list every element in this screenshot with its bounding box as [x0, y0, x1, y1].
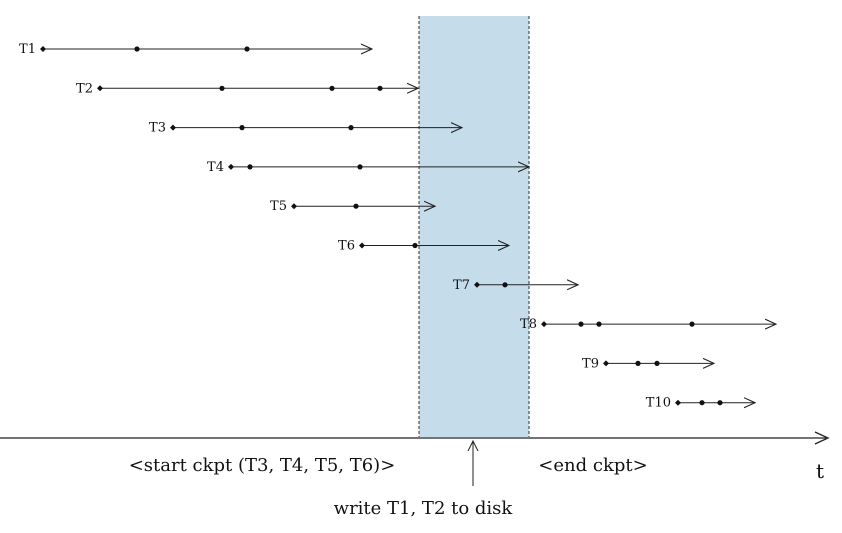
transaction-t1: T1 — [19, 42, 372, 57]
transaction-t8: T8 — [520, 317, 776, 332]
transaction-start-point — [474, 281, 480, 288]
transaction-action-point — [578, 321, 584, 327]
checkpoint-shading — [419, 16, 529, 437]
transaction-action-point — [635, 360, 641, 366]
transaction-action-point — [377, 85, 383, 91]
transaction-action-point — [247, 164, 253, 170]
transaction-action-point — [134, 46, 140, 52]
transaction-action-point — [219, 85, 225, 91]
transaction-start-point — [170, 124, 176, 131]
transaction-t6: T6 — [338, 239, 509, 254]
time-axis-label: t — [816, 459, 824, 483]
transaction-label: T5 — [270, 199, 287, 214]
transaction-t7: T7 — [453, 278, 578, 293]
transaction-label: T9 — [582, 356, 599, 371]
transaction-t5: T5 — [270, 199, 435, 214]
transaction-action-point — [412, 242, 418, 249]
transaction-action-point — [353, 203, 359, 209]
transaction-action-point — [348, 125, 354, 131]
transaction-t2: T2 — [76, 81, 418, 96]
transaction-label: T3 — [149, 121, 166, 136]
time-axis: t — [0, 431, 830, 483]
transaction-action-point — [654, 360, 660, 366]
start-checkpoint-label: <start ckpt (T3, T4, T5, T6)> — [129, 455, 396, 476]
transaction-start-point — [228, 163, 234, 170]
transaction-action-point — [699, 400, 705, 406]
transaction-label: T10 — [646, 396, 671, 411]
checkpoint-region — [418, 16, 530, 437]
write-marker-arrowhead — [467, 439, 479, 452]
transaction-label: T2 — [76, 81, 93, 96]
transaction-start-point — [40, 46, 46, 52]
transaction-action-point — [596, 321, 602, 327]
transaction-start-point — [603, 360, 609, 367]
transaction-action-point — [239, 125, 245, 131]
transaction-start-point — [97, 85, 103, 92]
transaction-label: T7 — [453, 278, 470, 293]
transaction-action-point — [502, 282, 508, 288]
transaction-label: T4 — [207, 160, 224, 175]
transaction-t3: T3 — [149, 121, 462, 136]
transaction-t10: T10 — [646, 396, 755, 411]
transaction-label: T1 — [19, 42, 36, 57]
transaction-action-point — [717, 400, 723, 406]
write-marker — [467, 439, 479, 486]
transaction-start-point — [541, 321, 547, 328]
write-to-disk-label: write T1, T2 to disk — [334, 498, 514, 519]
transaction-start-point — [359, 242, 365, 249]
end-checkpoint-label: <end ckpt> — [538, 455, 647, 476]
transaction-label: T6 — [338, 239, 355, 254]
transaction-start-point — [291, 203, 297, 210]
time-axis-arrowhead — [814, 431, 830, 445]
transaction-t9: T9 — [582, 356, 714, 371]
transaction-action-point — [329, 85, 335, 91]
transaction-action-point — [244, 46, 250, 52]
transaction-start-point — [675, 399, 681, 406]
transaction-action-point — [689, 321, 695, 327]
transaction-t4: T4 — [207, 160, 529, 175]
transaction-label: T8 — [520, 317, 537, 332]
transaction-action-point — [357, 164, 363, 170]
